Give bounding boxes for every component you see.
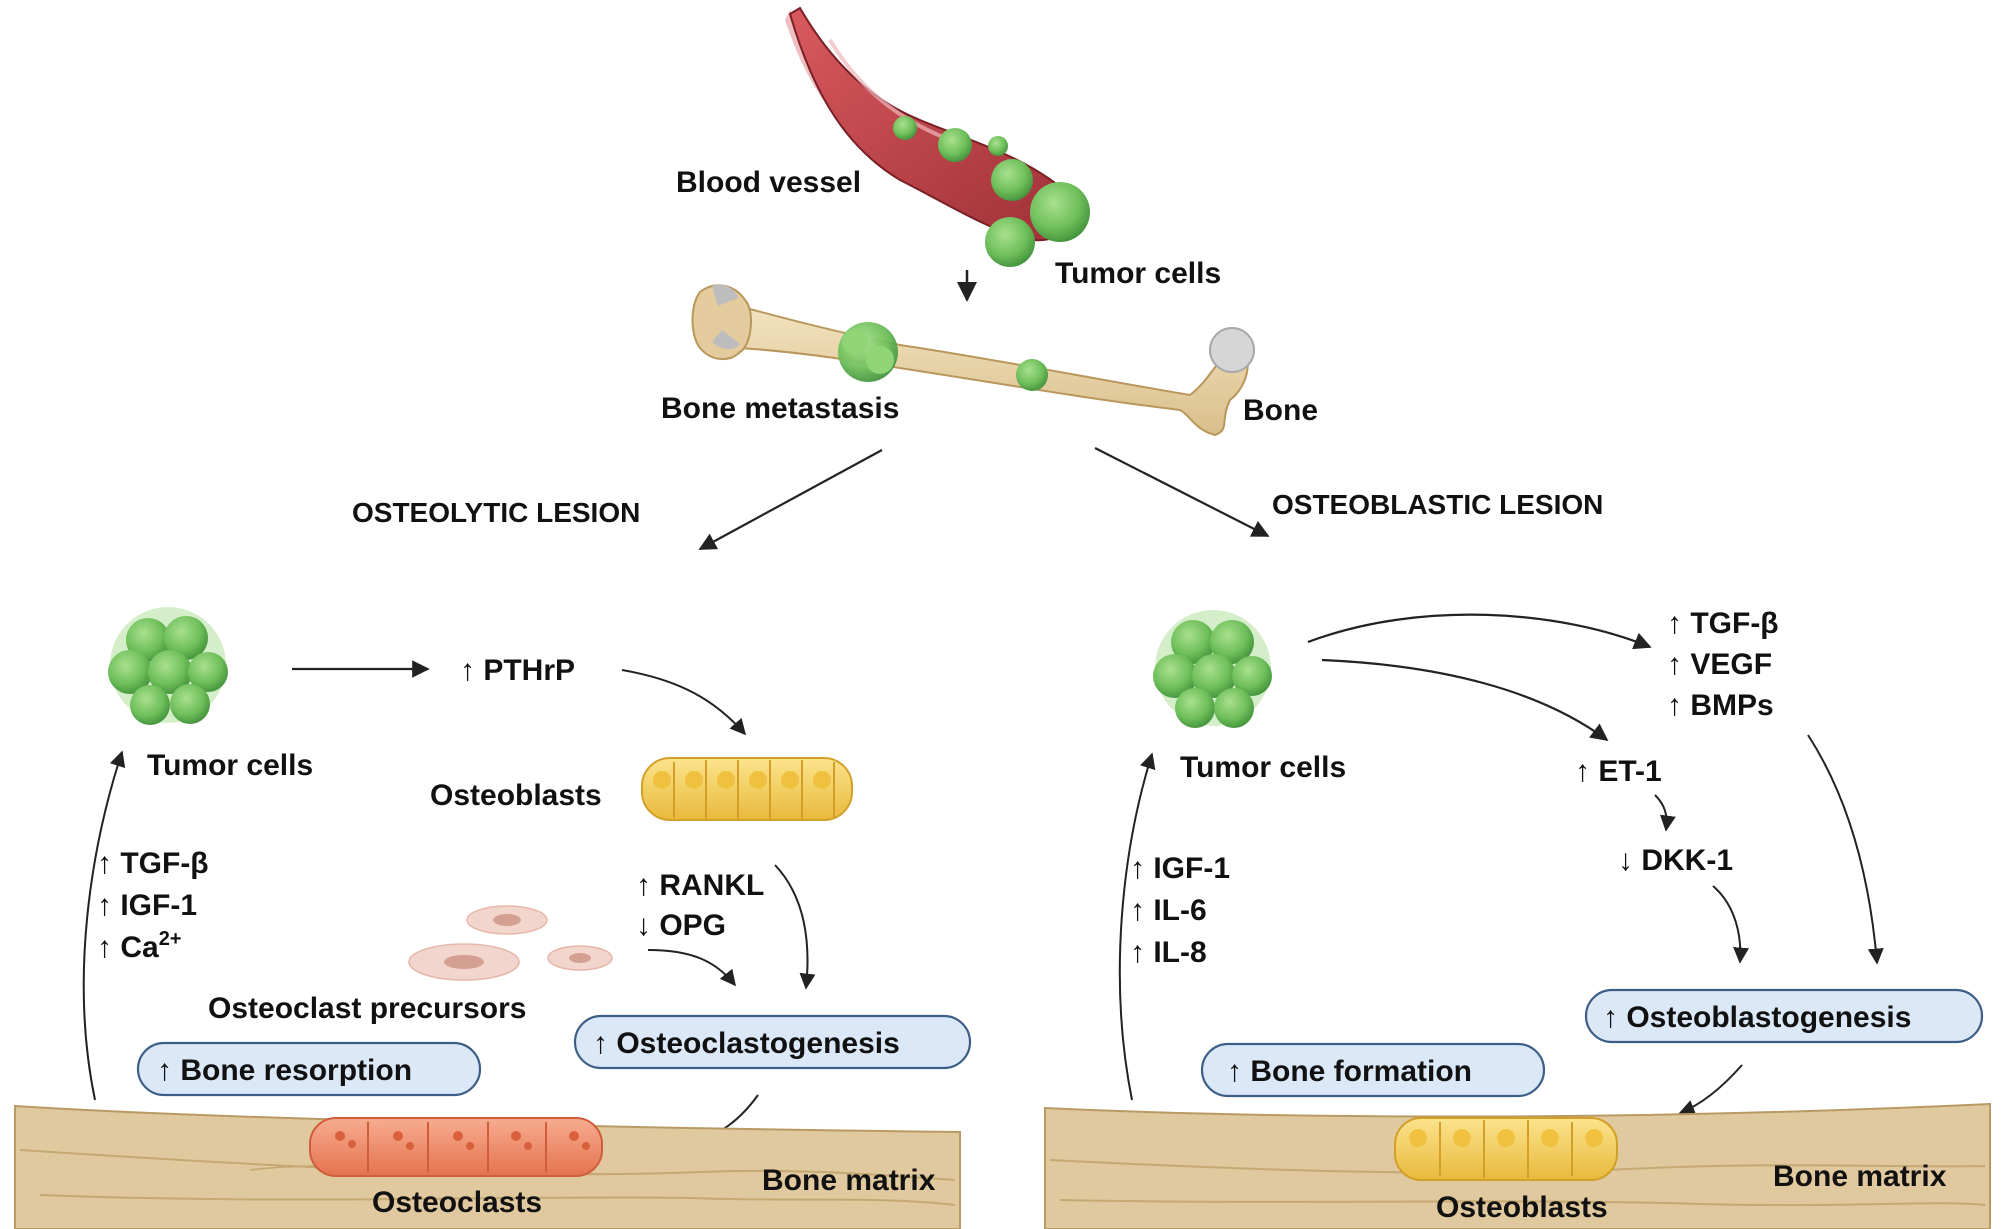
osteolytic-tumor-cluster [108, 607, 228, 725]
bone-label: Bone [1243, 394, 1318, 427]
rankl-label: ↑ RANKL [636, 869, 764, 902]
osteoblastic-tumor-cells-label: Tumor cells [1180, 751, 1346, 784]
bone-osteoblasts-label: Osteoblasts [1436, 1191, 1608, 1224]
svg-text:↑ Bone resorption: ↑ Bone resorption [157, 1054, 412, 1087]
osteolytic-osteoblast-layer [641, 757, 853, 821]
tumor-to-secreted-factors-arrow [1307, 613, 1652, 650]
osteolytic-factor-igf1: ↑ IGF-1 [97, 889, 197, 922]
secreted-factor-bmps: ↑ BMPs [1667, 689, 1774, 722]
pthrp-label: ↑ PTHrP [460, 654, 575, 687]
tumor-cells-label-top: Tumor cells [1055, 257, 1221, 290]
osteolytic-osteoblasts-label: Osteoblasts [430, 779, 602, 812]
osteoclast-precursors-label: Osteoclast precursors [208, 992, 526, 1025]
opg-label: ↓ OPG [636, 909, 726, 942]
osteoblastic-factor-il8: ↑ IL-8 [1130, 936, 1207, 969]
bone-formation-pill: ↑ Bone formation [1200, 1042, 1546, 1098]
osteoclasts-label: Osteoclasts [372, 1186, 542, 1219]
to-osteolytic-arrow [698, 449, 883, 550]
osteolytic-factor-ca: ↑ Ca2+ [97, 928, 182, 964]
blood-vessel-label: Blood vessel [676, 166, 861, 199]
bone-to-tumor-feedback-arrow [82, 750, 126, 1101]
osteoclast-precursor-cells [408, 905, 613, 981]
osteolytic-bone-matrix-label: Bone matrix [762, 1164, 936, 1197]
osteoblastogenesis-pill: ↑ Osteoblastogenesis [1584, 988, 1984, 1044]
factors-to-osteoblastogenesis-arrow [1807, 734, 1884, 965]
opg-to-osteoclastogenesis-arrow [647, 949, 737, 987]
bone-resorption-pill: ↑ Bone resorption [136, 1041, 482, 1097]
bone-to-tumor-feedback-arrow-right [1118, 752, 1156, 1101]
svg-text:↑ Osteoblastogenesis: ↑ Osteoblastogenesis [1603, 1001, 1911, 1034]
osteolytic-factor-tgfb: ↑ TGF-β [97, 847, 209, 880]
osteoblastic-lesion-title: OSTEOBLASTIC LESION [1272, 489, 1603, 520]
bone-forming-osteoblast-cells [1394, 1117, 1618, 1181]
bone-metastasis-label: Bone metastasis [661, 392, 899, 425]
et1-to-dkk1-arrow [1654, 794, 1676, 832]
circulating-tumor-cells [893, 116, 1090, 267]
tumor-to-et1-arrow [1321, 658, 1609, 742]
osteoclastogenesis-pill: ↑ Osteoclastogenesis [573, 1014, 972, 1070]
osteoblastic-factor-igf1: ↑ IGF-1 [1130, 852, 1230, 885]
secreted-factor-tgfb: ↑ TGF-β [1667, 607, 1779, 640]
osteolytic-lesion-title: OSTEOLYTIC LESION [352, 497, 640, 528]
osteoblastic-bone-matrix-label: Bone matrix [1773, 1160, 1947, 1193]
dkk1-to-osteoblastogenesis-arrow [1712, 885, 1750, 964]
osteolytic-tumor-cells-label: Tumor cells [147, 749, 313, 782]
osteoblastic-factor-il6: ↑ IL-6 [1130, 894, 1207, 927]
svg-text:↑ Bone formation: ↑ Bone formation [1227, 1055, 1472, 1088]
pthrp-to-osteoblasts-arrow [621, 669, 747, 736]
svg-text:↑ Osteoclastogenesis: ↑ Osteoclastogenesis [593, 1027, 900, 1060]
osteoblastogenesis-to-osteoblasts-arrow [1678, 1064, 1743, 1116]
to-osteoblastic-arrow [1094, 447, 1270, 537]
secreted-factor-vegf: ↑ VEGF [1667, 648, 1772, 681]
osteoclast-cells [309, 1117, 603, 1177]
osteoblasts-to-osteoclastogenesis-arrow [774, 864, 816, 990]
et1-label: ↑ ET-1 [1575, 755, 1662, 788]
osteoblastic-tumor-cluster [1153, 610, 1272, 728]
dkk1-label: ↓ DKK-1 [1618, 844, 1733, 877]
bone-metastasis-lesions [838, 322, 1048, 391]
